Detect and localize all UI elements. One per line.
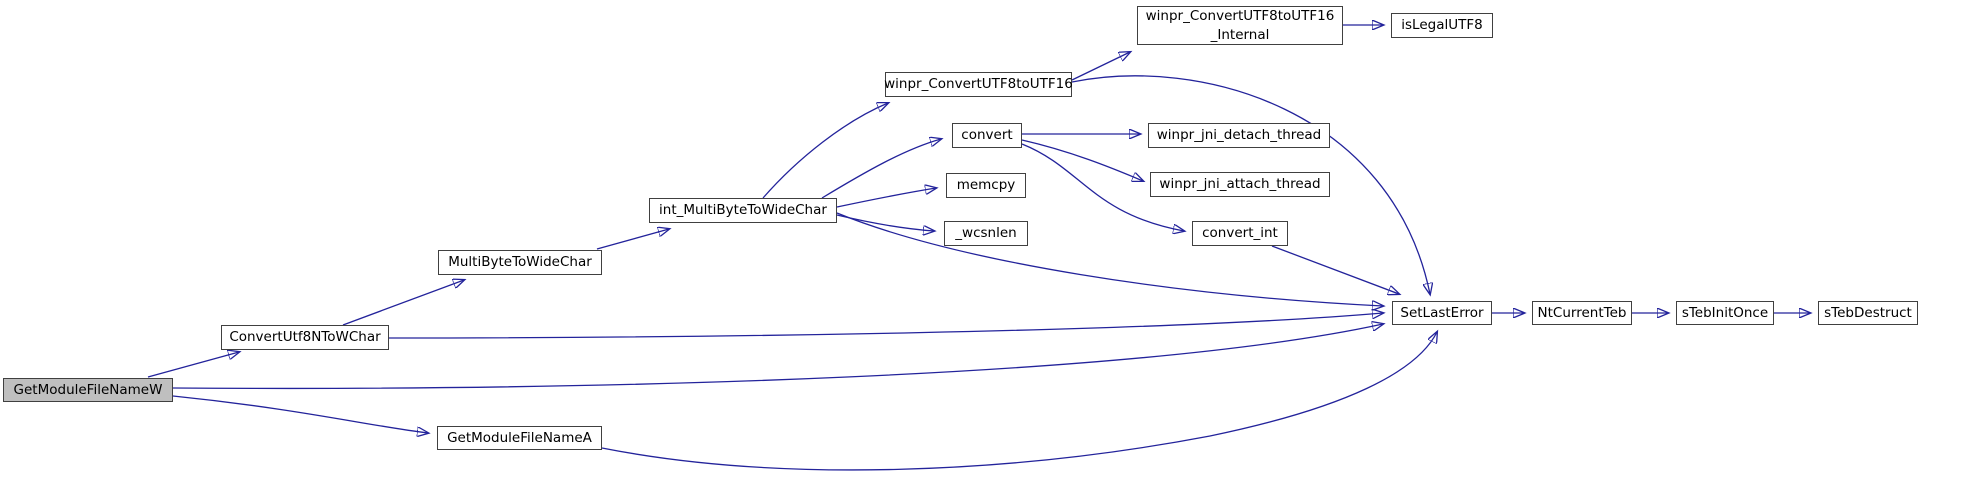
edge-convert-winpr_jni_attach_thread bbox=[1021, 139, 1143, 181]
node-label: int_MultiByteToWideChar bbox=[659, 202, 827, 219]
node-stebinitonce[interactable]: sTebInitOnce bbox=[1676, 301, 1774, 325]
node-label: memcpy bbox=[956, 177, 1016, 194]
edge-ConvertUtf8NToWChar-SetLastError bbox=[388, 313, 1383, 339]
node-convert-int[interactable]: convert_int bbox=[1192, 221, 1288, 246]
node-memcpy[interactable]: memcpy bbox=[946, 173, 1026, 198]
node-label: sTebInitOnce bbox=[1681, 304, 1769, 321]
node-label: winpr_jni_attach_thread bbox=[1159, 176, 1321, 193]
node-label: GetModuleFileNameA bbox=[447, 429, 592, 446]
node-int-multibytetowidechar[interactable]: int_MultiByteToWideChar bbox=[649, 198, 837, 223]
node-label: sTebDestruct bbox=[1824, 304, 1912, 321]
node-ntcurrentteb[interactable]: NtCurrentTeb bbox=[1532, 301, 1632, 325]
node-label: winpr_ConvertUTF8toUTF16 bbox=[884, 76, 1073, 93]
node-setlasterror[interactable]: SetLastError bbox=[1392, 301, 1492, 325]
node-label: _wcsnlen bbox=[955, 225, 1017, 242]
node-label: SetLastError bbox=[1400, 304, 1484, 321]
node-label: ConvertUtf8NToWChar bbox=[229, 329, 381, 346]
node-islegalutf8[interactable]: isLegalUTF8 bbox=[1391, 13, 1493, 38]
edge-int_MultiByteToWideChar-convert bbox=[821, 139, 941, 199]
edge-ConvertUtf8NToWChar-MultiByteToWideChar bbox=[342, 280, 464, 326]
edge-GetModuleFileNameW-SetLastError bbox=[172, 324, 1383, 390]
node-label-line2: _Internal bbox=[1210, 26, 1270, 43]
node-label: convert_int bbox=[1202, 225, 1278, 242]
node-label: convert bbox=[961, 127, 1013, 144]
node-label: isLegalUTF8 bbox=[1401, 17, 1483, 34]
edge-MultiByteToWideChar-int_MultiByteToWideChar bbox=[596, 229, 669, 250]
edge-winpr_ConvertUTF8toUTF16-winpr_ConvertUTF8toUTF16_Internal bbox=[1071, 52, 1130, 81]
edge-GetModuleFileNameW-ConvertUtf8NToWChar bbox=[147, 352, 239, 378]
edge-int_MultiByteToWideChar-winpr_ConvertUTF8toUTF16 bbox=[762, 103, 888, 199]
node-label-line1: winpr_ConvertUTF8toUTF16 bbox=[1145, 8, 1335, 25]
edge-int_MultiByteToWideChar-memcpy bbox=[836, 188, 936, 208]
edge-convert-convert_int bbox=[1021, 143, 1184, 231]
edge-convert_int-SetLastError bbox=[1271, 245, 1399, 294]
node-getmodulefilenamew: GetModuleFileNameW bbox=[3, 378, 173, 402]
node-label: NtCurrentTeb bbox=[1537, 304, 1627, 321]
node-convert[interactable]: convert bbox=[952, 123, 1022, 148]
node-winpr-jni-attach-thread[interactable]: winpr_jni_attach_thread bbox=[1150, 172, 1330, 197]
edge-winpr_ConvertUTF8toUTF16-SetLastError bbox=[1071, 75, 1430, 294]
edge-int_MultiByteToWideChar-SetLastError bbox=[836, 212, 1383, 306]
node-winpr-jni-detach-thread[interactable]: winpr_jni_detach_thread bbox=[1148, 123, 1330, 148]
node-getmodulefilenamea[interactable]: GetModuleFileNameA bbox=[437, 426, 602, 450]
edge-GetModuleFileNameA-SetLastError bbox=[601, 332, 1437, 471]
edge-int_MultiByteToWideChar-_wcsnlen bbox=[836, 214, 934, 231]
node-winpr-convertutf8toutf16-internal[interactable]: winpr_ConvertUTF8toUTF16 _Internal bbox=[1137, 6, 1343, 45]
node-label: MultiByteToWideChar bbox=[448, 254, 592, 271]
node-label: GetModuleFileNameW bbox=[13, 381, 163, 398]
node-multibytetowidechar[interactable]: MultiByteToWideChar bbox=[438, 250, 602, 275]
node-convertutf8ntowchar[interactable]: ConvertUtf8NToWChar bbox=[221, 325, 389, 350]
node-label: winpr_jni_detach_thread bbox=[1156, 127, 1322, 144]
node-wcsnlen[interactable]: _wcsnlen bbox=[944, 221, 1028, 246]
node-winpr-convertutf8toutf16[interactable]: winpr_ConvertUTF8toUTF16 bbox=[884, 72, 1073, 97]
node-stebdestruct[interactable]: sTebDestruct bbox=[1818, 301, 1918, 325]
edge-GetModuleFileNameW-GetModuleFileNameA bbox=[172, 395, 428, 433]
